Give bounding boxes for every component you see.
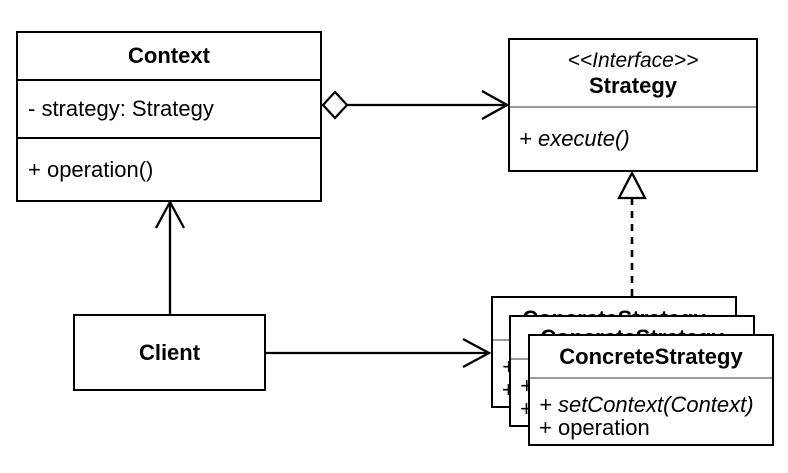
strategy-class-name: Strategy <box>588 73 678 98</box>
client-class-box: Client <box>73 314 266 391</box>
concrete-strategy-methods: + setContext(Context) + operation <box>530 379 772 444</box>
concrete-strategy-class-name: ConcreteStrategy <box>530 336 772 379</box>
context-class-name: Context <box>128 43 210 68</box>
strategy-interface-header: <<Interface>> Strategy <box>510 40 756 108</box>
association-connector-client-concretestrategy <box>266 337 492 369</box>
realization-connector-concretestrategy-strategy <box>617 170 647 297</box>
context-method-operation: + operation() <box>18 137 320 200</box>
concrete-strategy-box-front: ConcreteStrategy + setContext(Context) +… <box>528 334 774 446</box>
client-class-name: Client <box>138 339 201 365</box>
open-arrowhead-icon <box>462 337 492 369</box>
strategy-method-execute: + execute() <box>519 126 630 151</box>
context-attribute-strategy: - strategy: Strategy <box>18 79 320 137</box>
aggregation-diamond-icon <box>321 90 349 120</box>
aggregation-connector-context-strategy <box>321 89 510 121</box>
inheritance-triangle-icon <box>617 170 647 200</box>
open-arrowhead-icon <box>481 89 510 121</box>
association-connector-client-context <box>154 199 186 316</box>
concrete-method-operation: + operation <box>539 415 650 440</box>
concrete-method-setcontext: + setContext(Context) <box>539 392 754 417</box>
interface-stereotype-label: <<Interface>> <box>567 49 699 72</box>
context-class-box: Context - strategy: Strategy + operation… <box>16 31 322 202</box>
strategy-interface-box: <<Interface>> Strategy + execute() <box>508 38 758 172</box>
open-arrowhead-icon <box>154 199 186 229</box>
